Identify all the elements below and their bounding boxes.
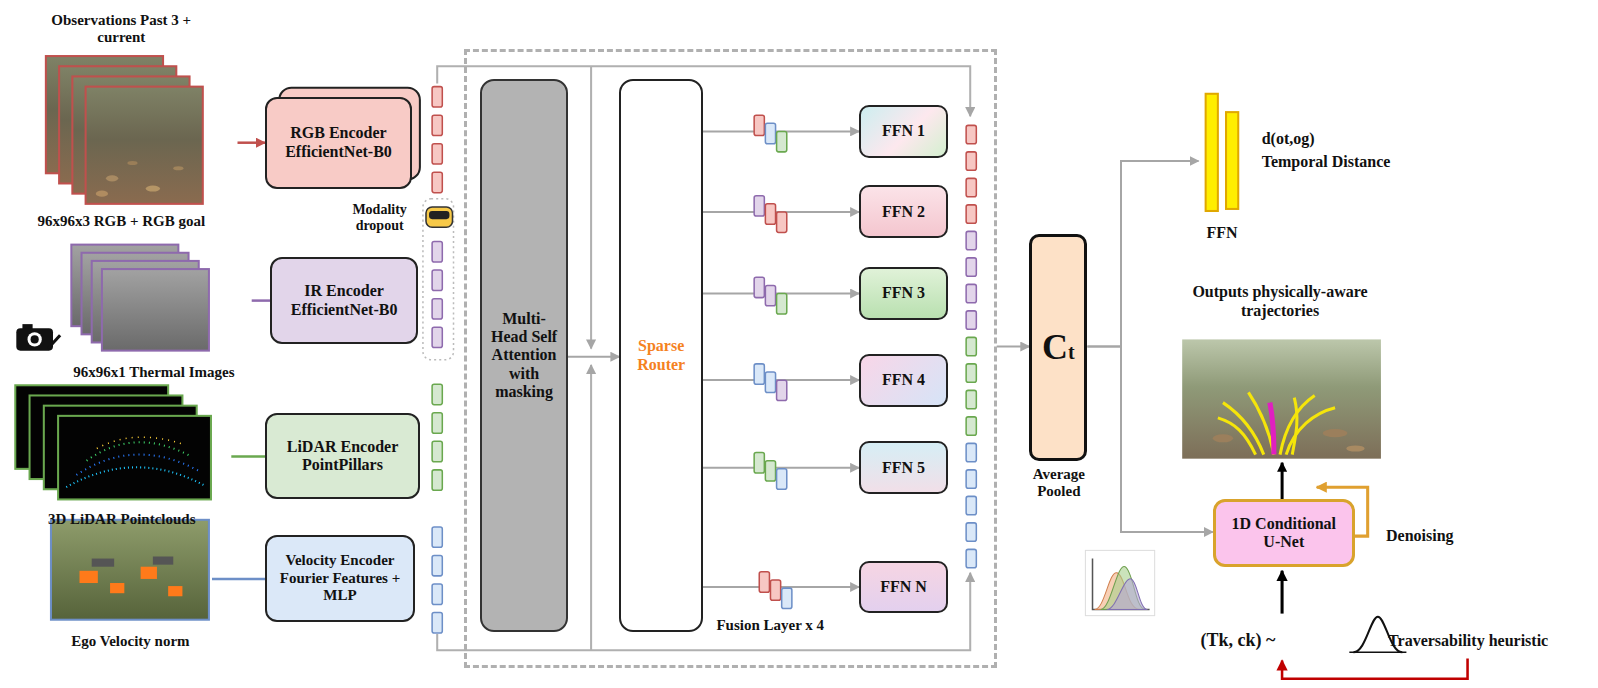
attention-block: Multi-Head Self Attention with masking	[480, 79, 568, 631]
node-text: Fusion Layer x 4	[716, 617, 824, 634]
distance-head: FFN	[1199, 90, 1246, 243]
expert-ffn: FFN N	[859, 561, 948, 614]
node-text: FFN 5	[882, 459, 925, 477]
input-observation: 3D LiDAR Pointclouds	[12, 383, 231, 528]
node-text: 3D LiDAR Pointclouds	[48, 511, 196, 528]
input-observation: 96x96x1 Thermal Images	[56, 243, 252, 382]
connector-arrow	[1087, 161, 1198, 347]
node-text: Sparse Router	[624, 337, 697, 374]
node-text: LiDAR Encoder PointPillars	[273, 438, 412, 475]
node-text: Multi-Head Self Attention with masking	[485, 310, 563, 402]
connector-arrow	[1087, 347, 1212, 533]
node-text: FFN 4	[882, 371, 925, 389]
node-text: RGB Encoder EfficientNet-B0	[273, 124, 404, 161]
connector-arrow	[997, 346, 1030, 348]
annotation-label: Temporal Distance	[1262, 153, 1391, 171]
annotation-label: d(ot,og)	[1262, 130, 1315, 148]
encoder-box: Velocity Encoder Fourier Features + MLP	[265, 535, 415, 622]
connector-arrow	[1281, 463, 1284, 500]
router-block: Sparse Router	[619, 79, 702, 631]
encoder-box: LiDAR Encoder PointPillars	[265, 413, 420, 500]
unet-box: 1D Conditional U-Net	[1213, 499, 1355, 566]
node-text: Ego Velocity norm	[71, 633, 189, 650]
annotation-label: Denoising	[1386, 527, 1454, 545]
connector-arrow	[231, 455, 265, 458]
annotation-label: Average Pooled	[1017, 466, 1101, 501]
expert-ffn: FFN 3	[859, 267, 948, 320]
node-text: FFN 2	[882, 203, 925, 221]
node-text: FFN 3	[882, 284, 925, 302]
node-text: 96x96x1 Thermal Images	[73, 364, 234, 381]
annotation-label: Traversability heuristic	[1388, 632, 1548, 650]
expert-ffn: FFN 5	[859, 441, 948, 494]
input-observation: Observations Past 3 + current 96x96x3 RGB…	[5, 12, 237, 230]
node-text: FFN 1	[882, 122, 925, 140]
connector-arrow	[238, 141, 266, 144]
node-text: Ct	[1042, 327, 1075, 368]
node-text: Outputs physically-aware trajectories	[1172, 283, 1388, 320]
node-text: IR Encoder EfficientNet-B0	[278, 282, 410, 319]
node-text: FFN	[1206, 224, 1237, 242]
node-text: Observations Past 3 + current	[46, 12, 196, 47]
encoder-box: IR Encoder EfficientNet-B0	[270, 257, 418, 345]
fusion-region: Fusion Layer x 4 Multi-Head Self Attentio…	[464, 49, 997, 668]
annotation-label: Modality dropout	[336, 202, 423, 234]
expert-ffn: FFN 1	[859, 105, 948, 158]
trajectory-output: Outputs physically-aware trajectories	[1172, 283, 1388, 462]
input-observation: Ego Velocity norm	[49, 518, 212, 650]
node-text: FFN N	[880, 578, 927, 596]
node-text: 96x96x3 RGB + RGB goal	[37, 213, 205, 230]
node-text: 1D Conditional U-Net	[1222, 515, 1346, 552]
connector-arrow	[252, 299, 270, 302]
node-text: Velocity Encoder Fourier Features + MLP	[273, 552, 407, 604]
connector-arrow	[568, 356, 619, 358]
expert-ffn: FFN 4	[859, 354, 948, 407]
annotation-label: (Tk, ck) ~	[1201, 630, 1276, 651]
expert-ffn: FFN 2	[859, 185, 948, 238]
context-vector: Ct	[1029, 234, 1087, 460]
connector-arrow	[212, 578, 265, 581]
encoder-box: RGB Encoder EfficientNet-B0	[265, 97, 412, 189]
